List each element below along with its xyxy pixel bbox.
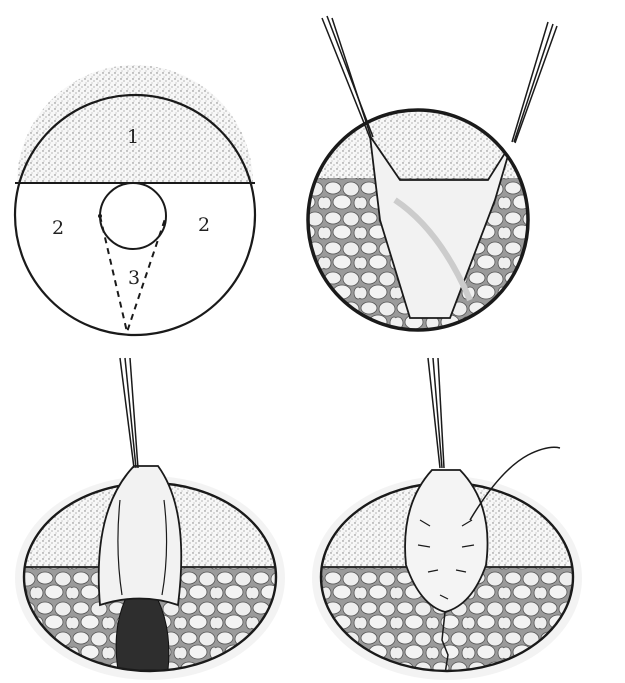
panel-flap-raised bbox=[300, 16, 557, 340]
region-label-3: 3 bbox=[128, 267, 140, 289]
panel-schematic: 1 2 2 3 bbox=[15, 65, 255, 335]
defect-dark-area bbox=[116, 595, 169, 670]
region-1-stippled bbox=[17, 65, 253, 183]
region-label-2-left: 2 bbox=[52, 217, 64, 239]
flap-start-dot bbox=[98, 214, 102, 218]
panel3-suture bbox=[120, 358, 138, 468]
suture-right bbox=[512, 22, 557, 143]
panel4-suture bbox=[428, 358, 444, 468]
region-label-1: 1 bbox=[127, 126, 139, 148]
panel-defect-exposed bbox=[15, 358, 285, 680]
panel-flap-sutured bbox=[312, 358, 582, 680]
region-label-2-right: 2 bbox=[198, 214, 210, 236]
suture-left bbox=[322, 16, 373, 138]
inner-circle bbox=[100, 183, 166, 249]
